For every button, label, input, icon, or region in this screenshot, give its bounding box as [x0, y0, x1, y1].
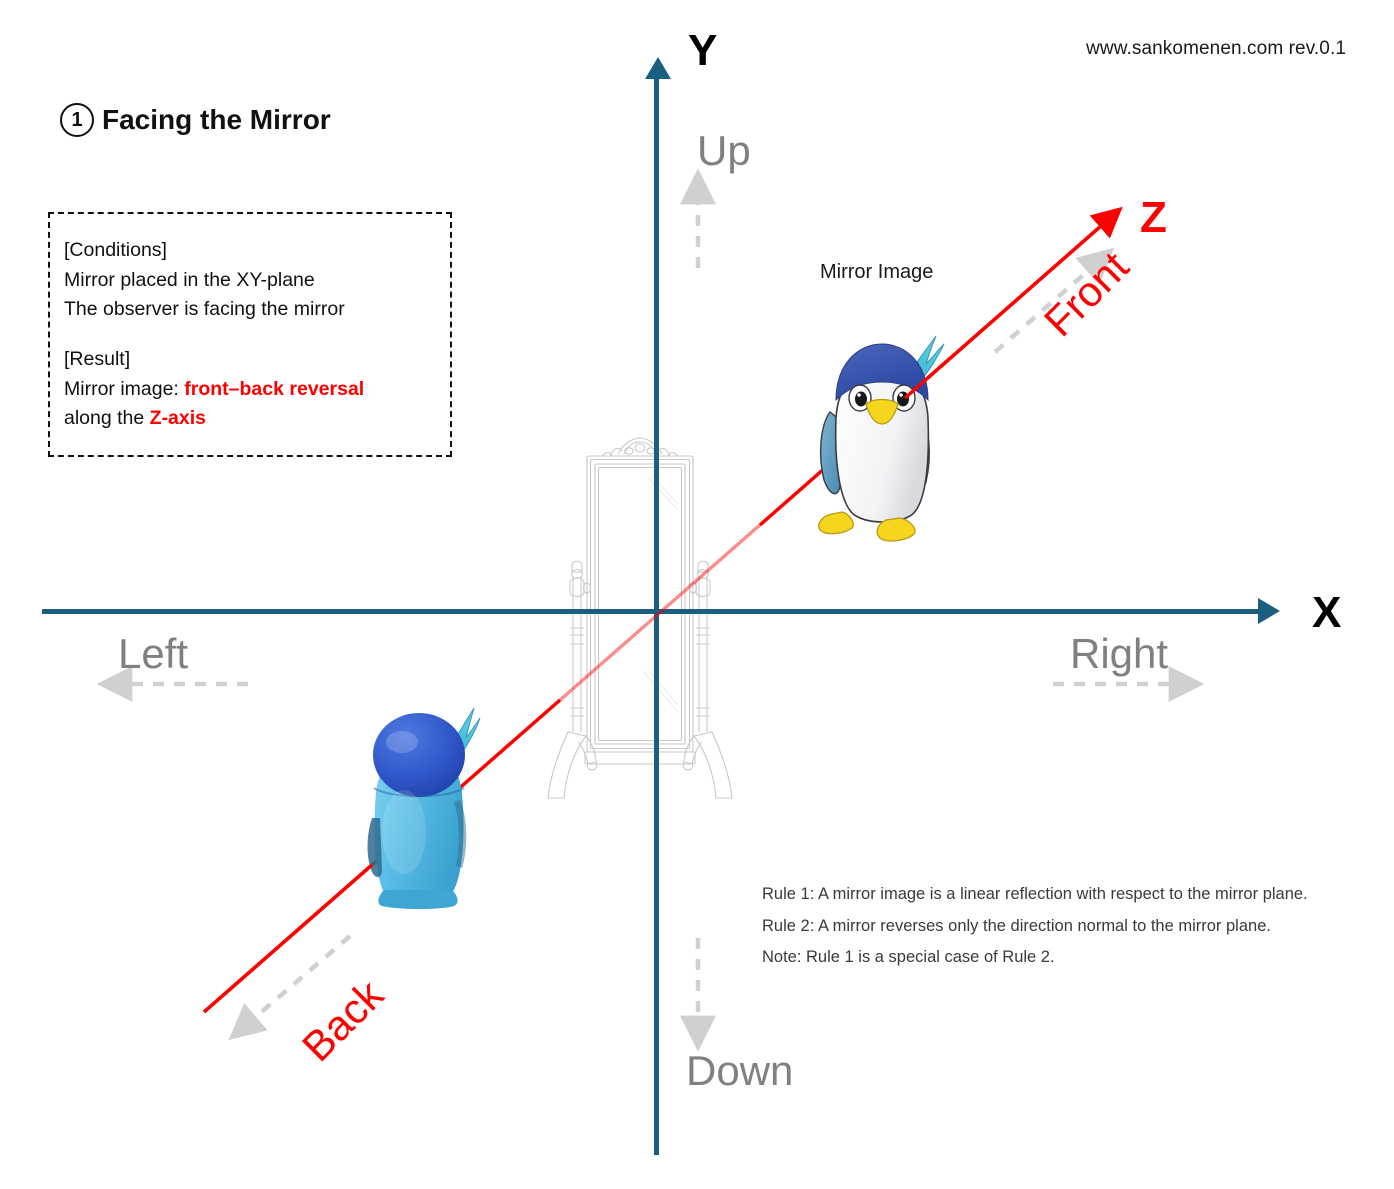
- conditions-result-box: [Conditions] Mirror placed in the XY-pla…: [48, 212, 452, 457]
- neck-line: [373, 787, 465, 798]
- result-line2-prefix: along the: [64, 407, 150, 430]
- mirror-image-label: Mirror Image: [820, 261, 934, 283]
- wing-right: [454, 800, 467, 868]
- axis-label-y: Y: [688, 26, 718, 75]
- result-heading: [Result]: [64, 347, 131, 370]
- result-line-1: Mirror image: front–back reversal: [64, 375, 450, 405]
- page-title: 1 Facing the Mirror: [60, 103, 331, 137]
- result-prefix: Mirror image:: [64, 377, 185, 400]
- direction-label-up: Up: [697, 127, 751, 174]
- direction-label-back: Back: [293, 970, 393, 1071]
- title-number-badge: 1: [60, 103, 94, 137]
- tail-base: [378, 890, 458, 909]
- result-emphasis-front-back: front–back reversal: [184, 377, 365, 400]
- cheval-mirror-illustration: [547, 437, 733, 799]
- penguin-observer: [367, 707, 481, 909]
- axis-label-z: Z: [1140, 193, 1167, 242]
- penguin-mirror-image: [818, 335, 945, 542]
- rule-line-1: Rule 1: A mirror image is a linear refle…: [762, 885, 1308, 903]
- result-emphasis-z-axis: Z-axis: [149, 407, 207, 430]
- rule-line-2: Rule 2: A mirror reverses only the direc…: [762, 916, 1271, 935]
- x-axis-arrowhead: [1258, 598, 1280, 624]
- conditions-heading: [Conditions]: [64, 239, 167, 261]
- y-axis-line: [654, 76, 659, 1155]
- condition-line-2: The observer is facing the mirror: [64, 298, 345, 321]
- rules-block: Rule 1: A mirror image is a linear refle…: [762, 879, 1308, 974]
- x-axis-line: [42, 609, 1264, 614]
- watermark-text: www.sankomenen.com rev.0.1: [1086, 38, 1346, 59]
- beak: [865, 398, 899, 425]
- direction-label-right: Right: [1070, 630, 1169, 677]
- wing-left: [367, 818, 382, 878]
- head-cap: [373, 713, 465, 797]
- foot-left: [818, 511, 854, 535]
- direction-label-front: Front: [1035, 242, 1138, 346]
- spacer: [64, 325, 450, 345]
- axis-label-x: X: [1312, 588, 1342, 637]
- rule-line-3: Note: Rule 1 is a special case of Rule 2…: [762, 948, 1055, 967]
- title-label: Facing the Mirror: [102, 104, 331, 135]
- foot-right: [876, 517, 916, 542]
- y-axis-arrowhead: [645, 57, 671, 79]
- condition-line-1: Mirror placed in the XY-plane: [64, 268, 315, 291]
- result-line-2: along the Z-axis: [64, 404, 450, 434]
- direction-label-down: Down: [686, 1047, 794, 1094]
- direction-label-left: Left: [118, 630, 189, 677]
